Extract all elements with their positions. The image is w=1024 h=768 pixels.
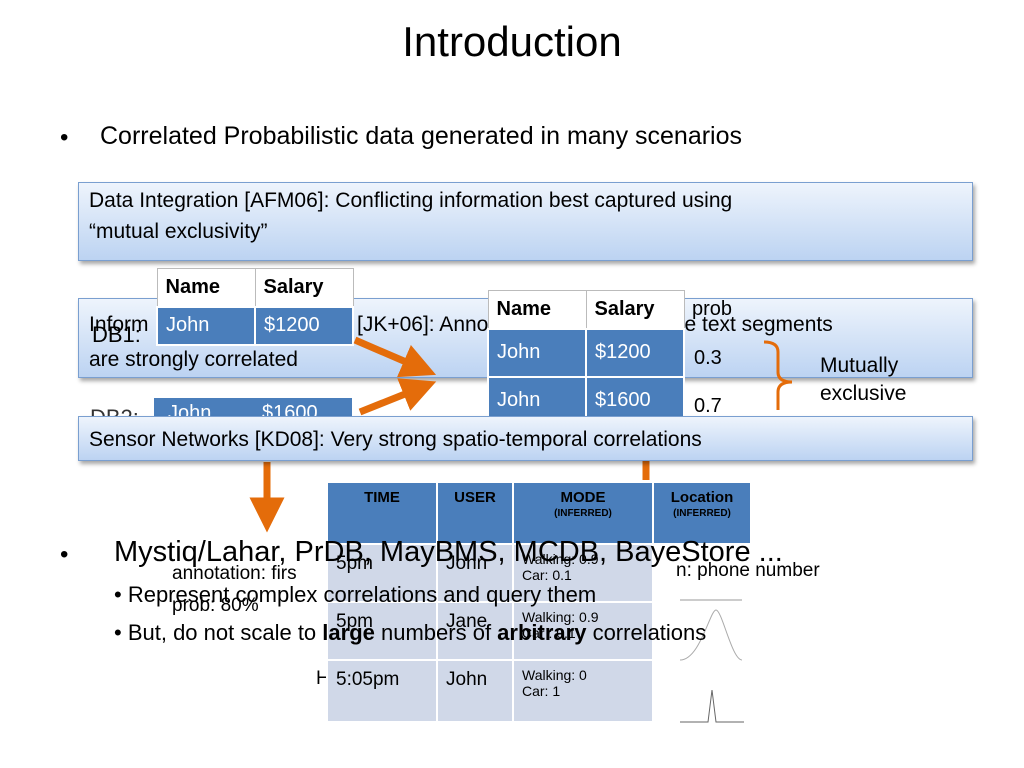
annotation-text-line1: annotation: firs xyxy=(172,563,297,584)
db2-cell-name: John xyxy=(168,402,212,418)
bullet-systems-list: Mystiq/Lahar, PrDB, MayBMS, MCDB, BayeSt… xyxy=(114,536,783,568)
merged-prob-column: 0.3 0.7 xyxy=(694,334,722,430)
db1-table: Name Salary John $1200 xyxy=(156,268,354,346)
merged-header-name: Name xyxy=(487,290,587,329)
merged-r2-prob: 0.7 xyxy=(694,395,722,417)
bullet-correlated-data: Correlated Probabilistic data generated … xyxy=(100,122,743,150)
sensor-r3-time: 5:05pm xyxy=(326,659,438,723)
data-integration-line2: “mutual exclusivity” xyxy=(89,220,268,243)
db2-cell-salary: $1600 xyxy=(262,402,318,418)
merged-header-salary: Salary xyxy=(585,290,685,329)
merged-r1-name: John xyxy=(487,327,587,378)
db1-cell-salary: $1200 xyxy=(254,305,354,346)
sensor-r1-user: John xyxy=(436,543,514,603)
data-integration-box: Data Integration [AFM06]: Conflicting in… xyxy=(78,182,973,261)
annotation-text-right: n: phone number xyxy=(676,560,820,581)
merged-r1-salary: $1200 xyxy=(585,327,685,378)
bullet-dot-2: • xyxy=(60,541,69,568)
db1-arrow xyxy=(353,336,437,378)
sub-bullet-represent: • Represent complex correlations and que… xyxy=(114,582,597,607)
mutually-exclusive-note: Mutually exclusive xyxy=(820,352,906,408)
brace-icon xyxy=(763,340,793,410)
sensor-r1-time: 5pm xyxy=(326,543,438,603)
db1-header-salary: Salary xyxy=(254,268,354,307)
gaussian-curve-icon xyxy=(679,609,743,661)
sensor-header-time: TIME xyxy=(326,481,438,545)
info-extraction-prefix: Inform xyxy=(89,313,149,336)
bullet-dot: • xyxy=(60,124,69,151)
sensor-r2-time: 5pm xyxy=(326,601,438,661)
sensor-header-mode: MODE(INFERRED) xyxy=(512,481,654,545)
sensor-r2-user: Jane xyxy=(436,601,514,661)
sensor-networks-text: Sensor Networks [KD08]: Very strong spat… xyxy=(89,428,702,451)
db2-table: John $1600 xyxy=(154,398,352,418)
sensor-table: TIME USER MODE(INFERRED) Location(INFERR… xyxy=(326,481,752,723)
annotation-text-line2: prob: 80% xyxy=(172,595,259,616)
merged-r1-prob: 0.3 xyxy=(694,347,722,369)
db1-cell-name: John xyxy=(156,305,256,346)
sensor-header-user: USER xyxy=(436,481,514,545)
sensor-r3-user: John xyxy=(436,659,514,723)
merged-header-prob: prob xyxy=(692,298,733,320)
spike-curve-icon xyxy=(680,689,744,723)
db1-label: DB1: xyxy=(92,322,141,347)
mutually-exclusive-line1: Mutually xyxy=(820,354,899,377)
data-integration-line1: Data Integration [AFM06]: Conflicting in… xyxy=(89,189,733,212)
mutually-exclusive-line2: exclusive xyxy=(820,382,907,405)
db2-arrow xyxy=(358,378,437,416)
info-extraction-line2: are strongly correlated xyxy=(89,348,298,371)
sensor-networks-box: Sensor Networks [KD08]: Very strong spat… xyxy=(78,416,973,461)
slide-title: Introduction xyxy=(402,18,622,65)
sensor-header-location: Location(INFERRED) xyxy=(652,481,752,545)
sub-bullet-scale: • But, do not scale to large numbers of … xyxy=(114,620,707,645)
